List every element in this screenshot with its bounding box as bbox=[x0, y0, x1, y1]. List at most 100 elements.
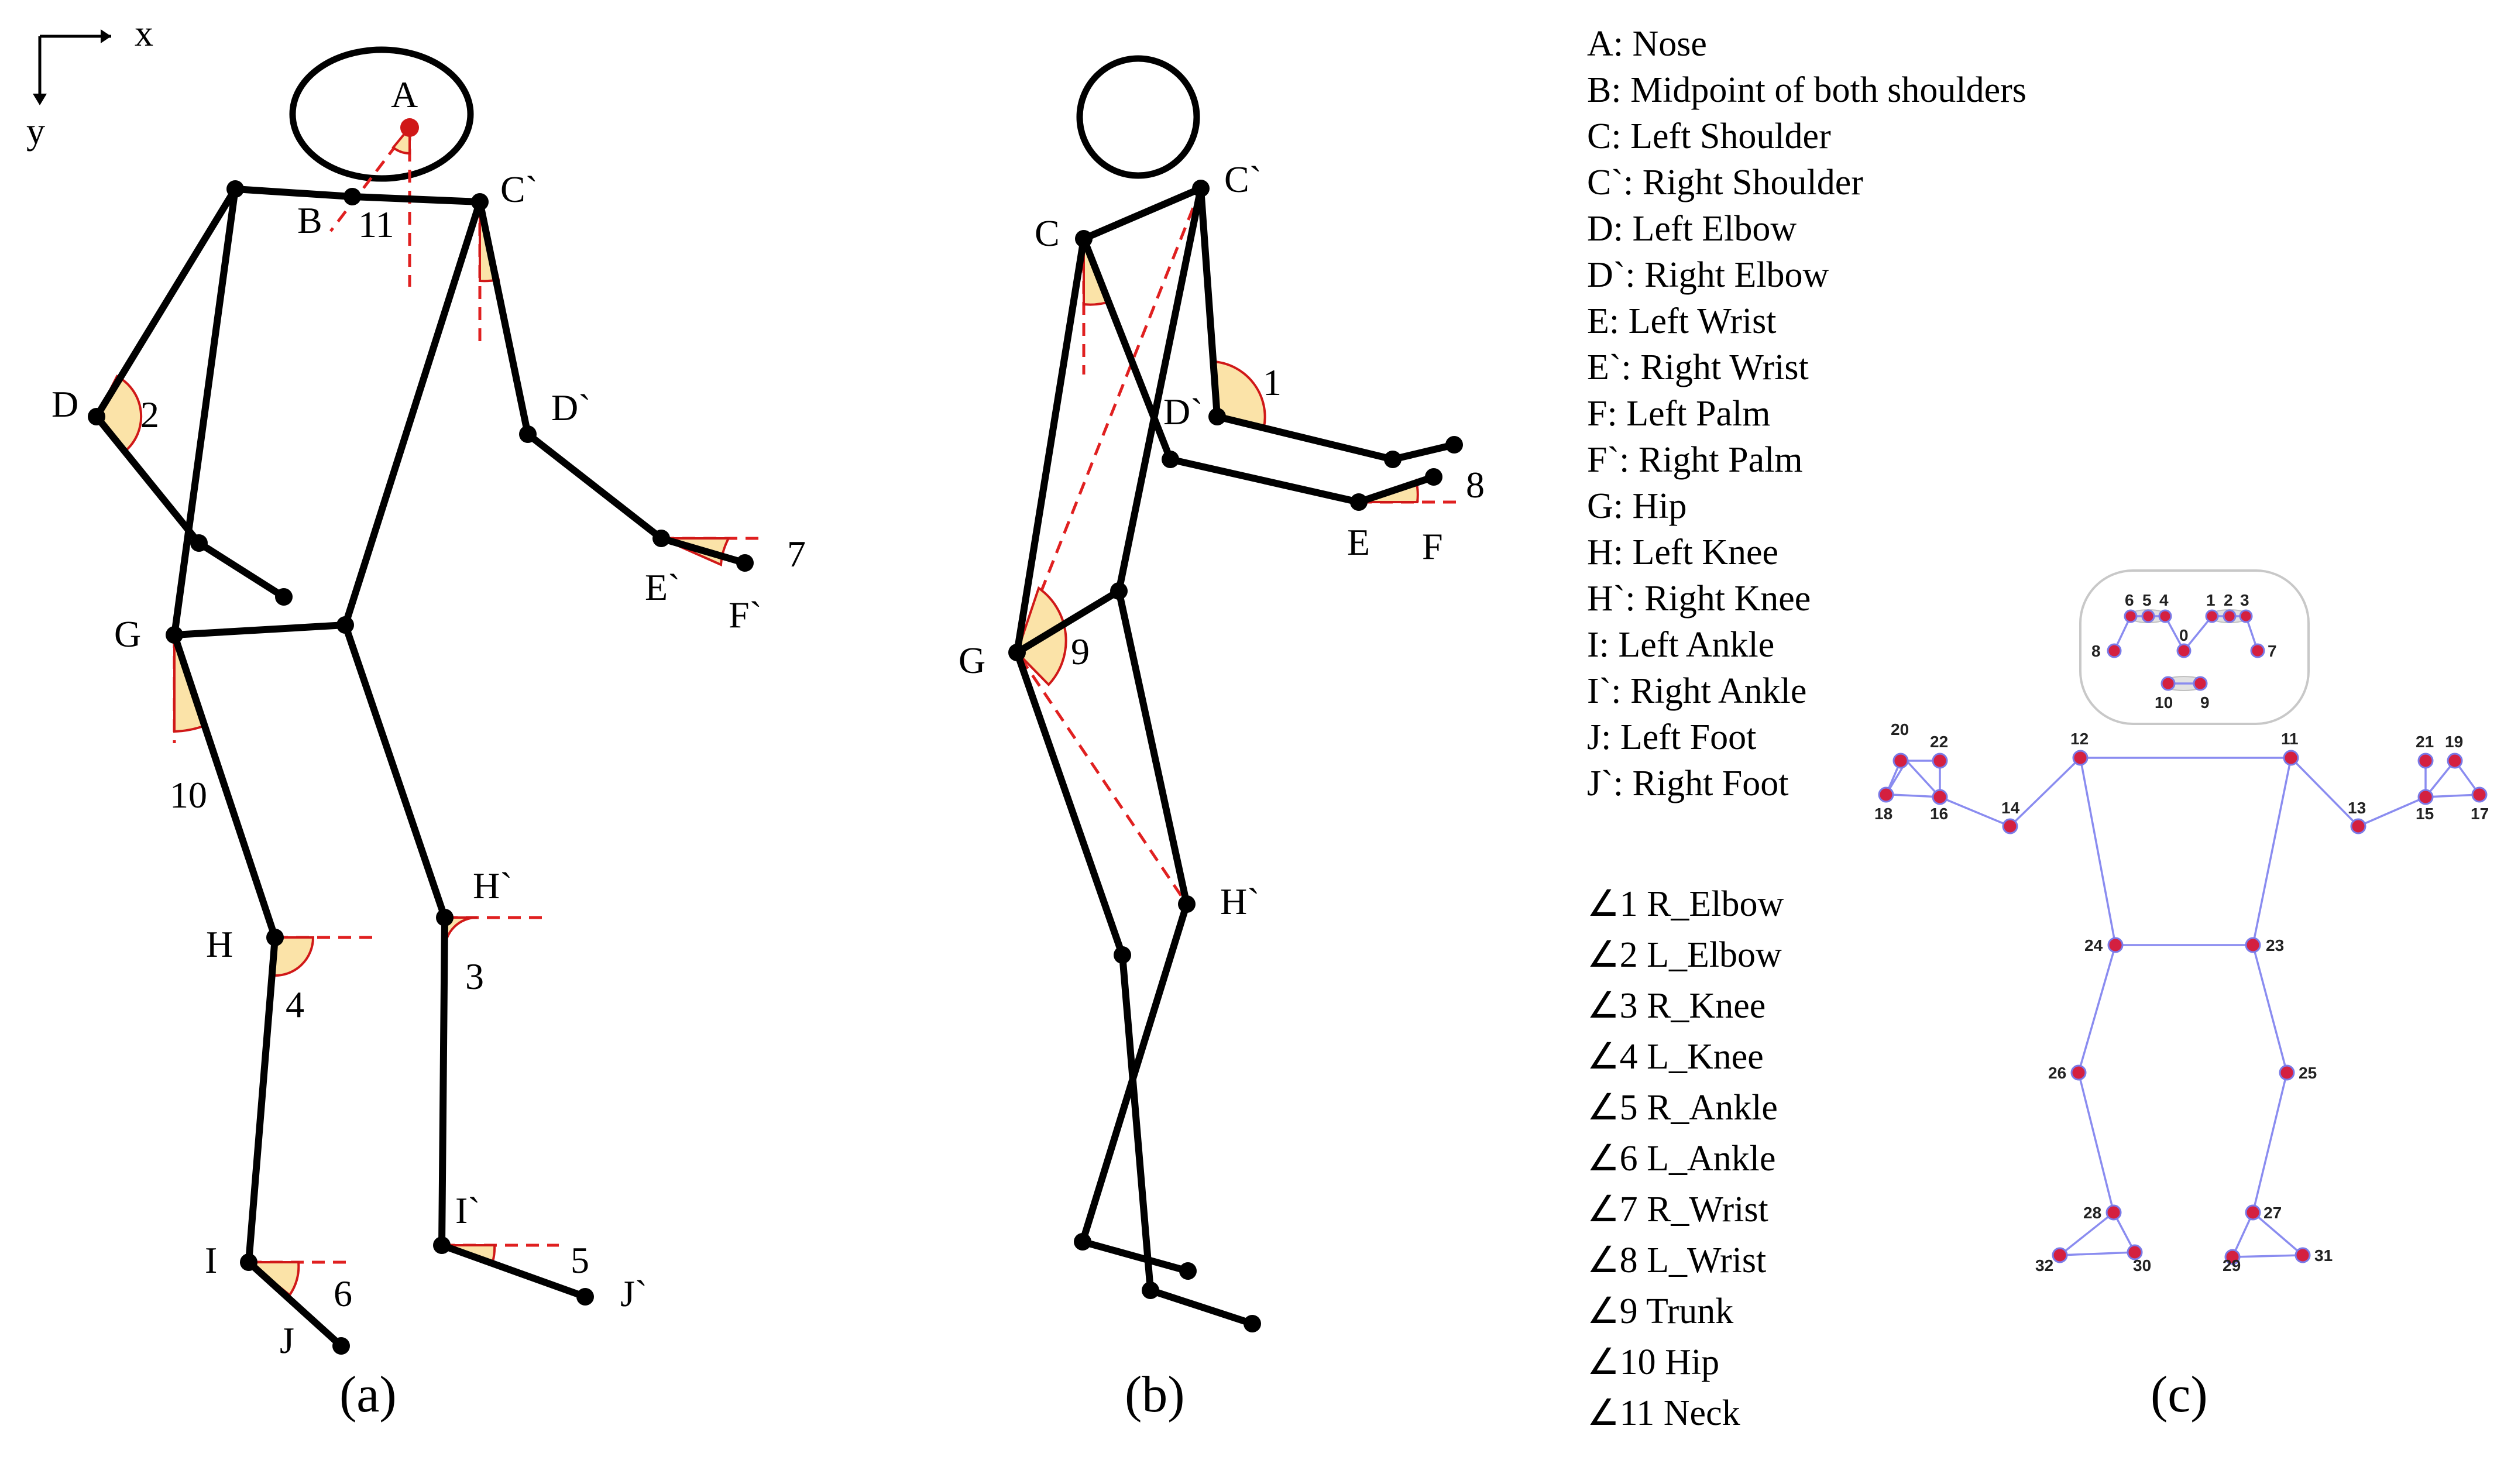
label-c: C bbox=[1035, 212, 1060, 254]
joint-i bbox=[240, 1253, 257, 1271]
landmark-label: 29 bbox=[2223, 1256, 2241, 1275]
legend-item: C: Left Shoulder bbox=[1587, 116, 1831, 156]
landmark-label: 8 bbox=[2091, 642, 2101, 660]
legend-item: I`: Right Ankle bbox=[1587, 671, 1806, 711]
panel-b-skeleton: C C` 1 D` 8 E F G 9 H` (b) bbox=[959, 55, 1485, 1423]
joint-d-prime bbox=[519, 425, 537, 443]
label-f: F bbox=[1422, 525, 1443, 567]
joint-c-prime bbox=[471, 193, 489, 211]
joint-e-prime bbox=[652, 530, 670, 547]
legend-item: D: Left Elbow bbox=[1587, 209, 1797, 249]
label-a: A bbox=[391, 74, 418, 115]
legend-item: ∠6 L_Ankle bbox=[1587, 1139, 1775, 1179]
landmark-label: 17 bbox=[2471, 805, 2489, 823]
legend-item: I: Left Ankle bbox=[1587, 625, 1774, 665]
landmark-label: 16 bbox=[1930, 805, 1948, 823]
label-c-prime: C` bbox=[1224, 159, 1262, 200]
label-d: D bbox=[51, 383, 78, 425]
joint-b bbox=[344, 188, 361, 205]
label-d-prime: D` bbox=[551, 387, 591, 428]
label-c-prime: C` bbox=[500, 169, 538, 210]
legend-item: ∠8 L_Wrist bbox=[1587, 1241, 1766, 1280]
legend-item: F: Left Palm bbox=[1587, 394, 1770, 434]
landmark-label: 14 bbox=[2001, 799, 2020, 817]
caption-c: (c) bbox=[2151, 1366, 2208, 1423]
panel-c-landmarks: 0 1 2 3 4 5 6 7 8 9 10 11 12 13 14 15 16… bbox=[1874, 569, 2489, 1423]
label-i: I bbox=[205, 1239, 217, 1281]
landmark-label: 23 bbox=[2266, 936, 2284, 954]
landmark-label: 25 bbox=[2299, 1064, 2317, 1082]
joint-j bbox=[332, 1337, 350, 1355]
legend-item: H`: Right Knee bbox=[1587, 579, 1811, 619]
landmark-label: 20 bbox=[1891, 720, 1909, 738]
landmark-points bbox=[1878, 609, 2488, 1265]
legend-item: ∠4 L_Knee bbox=[1587, 1037, 1764, 1077]
landmark-label: 5 bbox=[2142, 591, 2152, 609]
landmark-label: 0 bbox=[2179, 626, 2189, 644]
label-g: G bbox=[959, 640, 985, 681]
label-angle-4: 4 bbox=[286, 984, 304, 1025]
angle-legend: ∠1 R_Elbow ∠2 L_Elbow ∠3 R_Knee ∠4 L_Kne… bbox=[1587, 884, 1784, 1433]
x-axis-label: x bbox=[135, 12, 153, 54]
joint-h-prime bbox=[1178, 895, 1196, 913]
legend-item: A: Nose bbox=[1587, 24, 1707, 64]
angle-1-wedge bbox=[1213, 360, 1266, 429]
caption-a: (a) bbox=[339, 1366, 397, 1423]
landmark-label: 28 bbox=[2083, 1204, 2101, 1222]
label-j-prime: J` bbox=[620, 1273, 647, 1314]
head-outline bbox=[1076, 55, 1200, 179]
joint-g bbox=[166, 626, 183, 644]
landmark-label: 13 bbox=[2348, 799, 2366, 817]
joint-h bbox=[266, 929, 284, 946]
legend-item: ∠11 Neck bbox=[1587, 1393, 1740, 1433]
landmark-label: 10 bbox=[2155, 693, 2173, 712]
y-axis-label: y bbox=[26, 110, 45, 152]
legend-item: ∠2 L_Elbow bbox=[1587, 935, 1782, 975]
landmark-label: 31 bbox=[2314, 1246, 2333, 1265]
legend-item: E: Left Wrist bbox=[1587, 301, 1777, 341]
label-angle-1: 1 bbox=[1263, 362, 1282, 403]
face-box bbox=[2079, 569, 2310, 725]
label-j: J bbox=[280, 1320, 294, 1361]
label-angle-9: 9 bbox=[1071, 631, 1090, 672]
landmark-label: 21 bbox=[2416, 733, 2434, 751]
label-h-prime: H` bbox=[473, 865, 513, 906]
landmark-label: 27 bbox=[2263, 1204, 2282, 1222]
landmark-label: 26 bbox=[2048, 1064, 2066, 1082]
joint-j-prime bbox=[576, 1288, 594, 1306]
label-b: B bbox=[297, 200, 322, 241]
label-angle-8: 8 bbox=[1466, 464, 1485, 506]
legend-item: J`: Right Foot bbox=[1587, 764, 1789, 803]
caption-b: (b) bbox=[1125, 1366, 1185, 1423]
label-g: G bbox=[114, 613, 141, 655]
legend-item: H: Left Knee bbox=[1587, 533, 1778, 572]
legend-item: C`: Right Shoulder bbox=[1587, 163, 1863, 202]
angle-4-wedge bbox=[271, 936, 315, 977]
label-e-prime: E` bbox=[645, 566, 680, 608]
landmark-label: 3 bbox=[2240, 591, 2249, 609]
landmark-label: 30 bbox=[2133, 1256, 2151, 1275]
landmark-label: 2 bbox=[2224, 591, 2233, 609]
joint-e bbox=[1350, 493, 1368, 511]
legend-item: ∠9 Trunk bbox=[1587, 1291, 1733, 1331]
legend-item: B: Midpoint of both shoulders bbox=[1587, 70, 2026, 110]
legend-item: F`: Right Palm bbox=[1587, 440, 1803, 480]
y-arrow-icon bbox=[33, 94, 47, 105]
landmark-label: 7 bbox=[2268, 642, 2277, 660]
joint-i-prime bbox=[433, 1236, 451, 1254]
legend-item: ∠10 Hip bbox=[1587, 1342, 1719, 1382]
joint-f bbox=[1425, 468, 1442, 486]
label-angle-2: 2 bbox=[140, 394, 159, 435]
label-d-prime: D` bbox=[1163, 391, 1203, 432]
label-angle-6: 6 bbox=[334, 1273, 352, 1314]
landmark-label: 4 bbox=[2159, 591, 2169, 609]
label-e: E bbox=[1347, 521, 1370, 563]
landmark-label: 1 bbox=[2206, 591, 2216, 609]
label-h-prime: H` bbox=[1220, 881, 1260, 922]
legend-item: ∠5 R_Ankle bbox=[1587, 1088, 1778, 1128]
landmark-label: 6 bbox=[2125, 591, 2134, 609]
label-angle-3: 3 bbox=[465, 956, 484, 997]
landmark-label: 24 bbox=[2084, 936, 2103, 954]
label-angle-11: 11 bbox=[358, 204, 394, 245]
